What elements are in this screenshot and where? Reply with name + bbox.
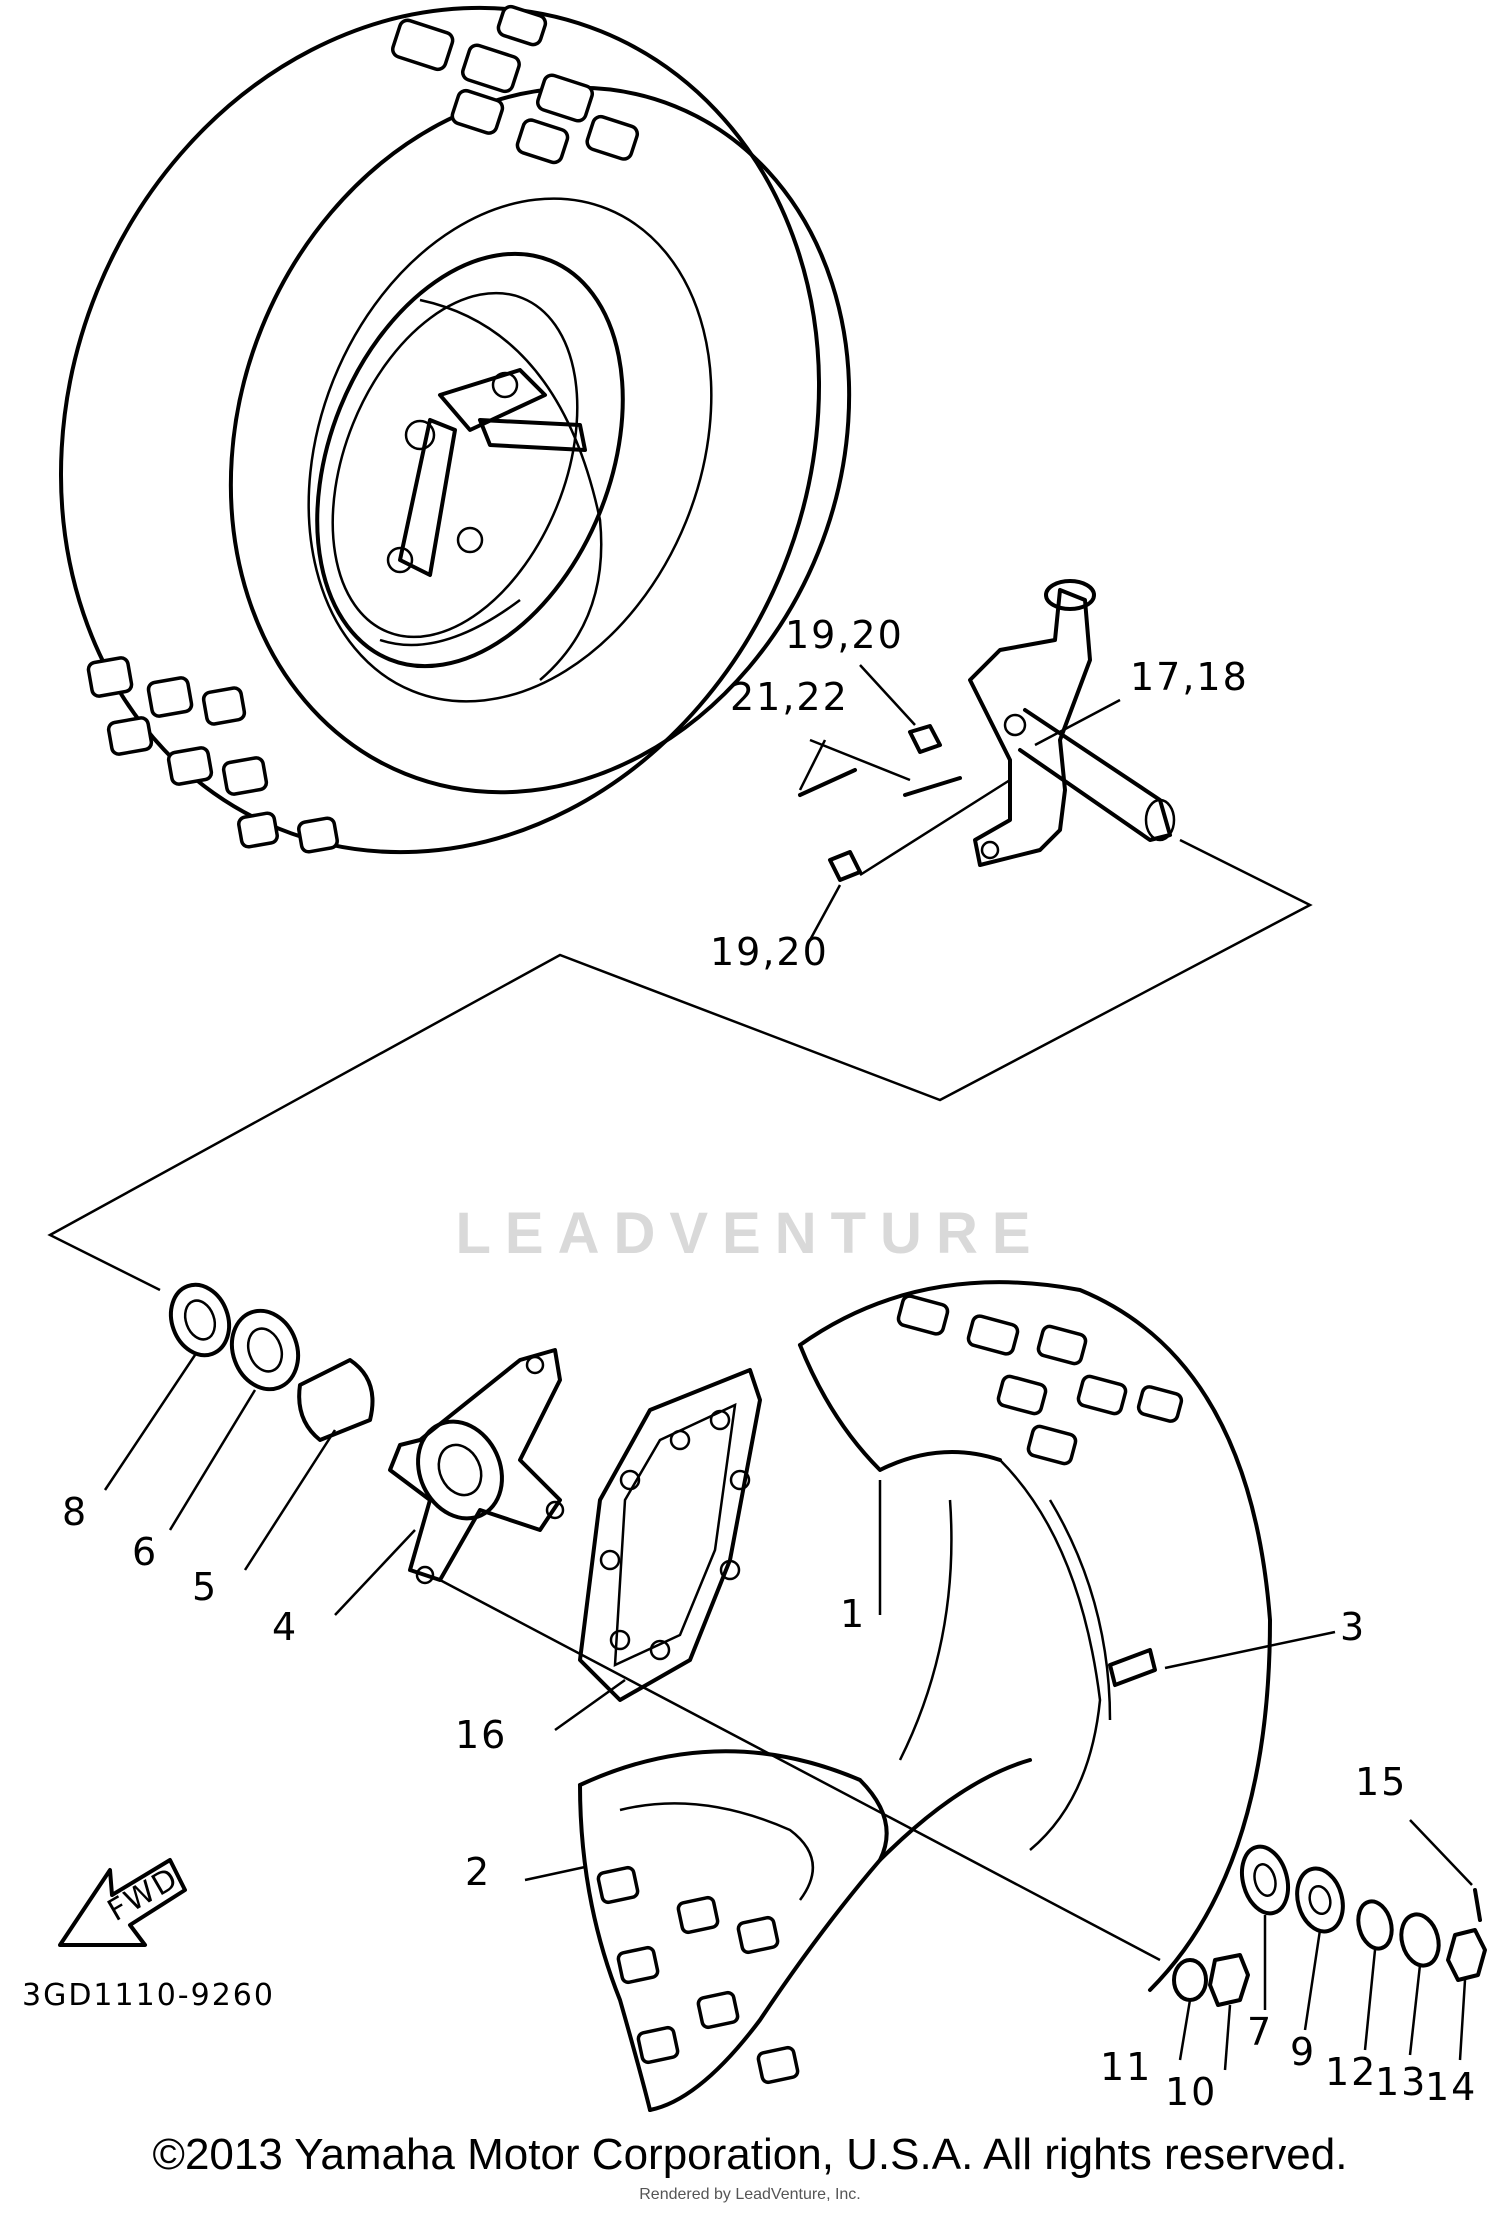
callout-7: 7 [1247,2010,1273,2054]
fwd-arrow: FWD [58,1858,187,1947]
callout-19-20-top: 19,20 [785,613,904,657]
leader-lines [103,1354,1336,1882]
callout-13: 13 [1375,2060,1427,2104]
callout-10: 10 [1165,2070,1217,2114]
callout-6: 6 [132,1530,158,1574]
drawing-code: 3GD1110-9260 [22,1978,275,2013]
watermark: LEADVENTURE [455,1201,1045,1266]
hub-and-bearings-illustration [168,1282,1161,1962]
callout-3: 3 [1340,1605,1366,1649]
callout-12: 12 [1325,2050,1377,2094]
callout-15: 15 [1355,1760,1407,1804]
axle-hardware-illustration [1172,1819,1487,2071]
split-wheel-illustration [578,1280,1272,2112]
render-credit: Rendered by LeadVenture, Inc. [639,2186,861,2203]
callout-21-22: 21,22 [730,675,849,719]
copyright-notice: ©2013 Yamaha Motor Corporation, U.S.A. A… [152,2130,1348,2179]
callout-11: 11 [1100,2045,1152,2089]
callout-9: 9 [1290,2030,1316,2074]
callout-8: 8 [62,1490,88,1534]
callout-2: 2 [465,1850,491,1894]
callout-4: 4 [272,1605,298,1649]
callout-1: 1 [840,1592,866,1636]
callout-5: 5 [192,1565,218,1609]
assembled-wheel-illustration [59,4,852,855]
callout-16: 16 [455,1713,507,1757]
steering-knuckle-illustration [47,579,1313,1292]
callout-17-18: 17,18 [1130,655,1249,699]
callout-19-20-bottom: 19,20 [710,930,829,974]
callout-14: 14 [1425,2065,1477,2109]
